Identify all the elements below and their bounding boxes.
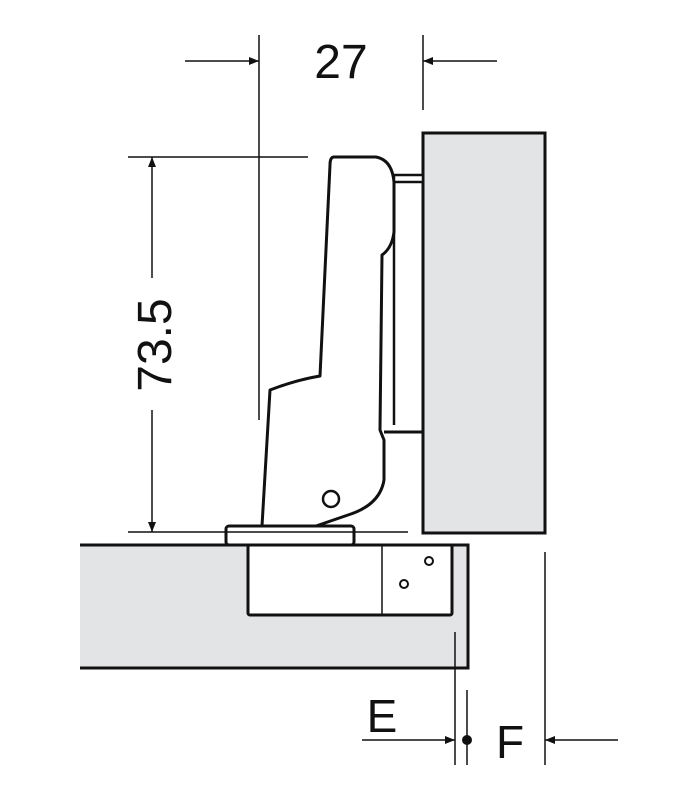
hinge-pivot <box>321 489 341 509</box>
height-dimension-label: 73.5 <box>129 298 182 391</box>
cup-screw-2 <box>399 579 409 589</box>
hinge-arm <box>260 155 396 528</box>
reference-point <box>462 735 472 745</box>
e-label: E <box>367 690 398 742</box>
hinge-connector-top <box>392 173 425 184</box>
f-label: F <box>496 716 524 768</box>
mounting-cup <box>246 543 454 617</box>
width-dimension-label: 27 <box>314 36 367 89</box>
cup-screw-1 <box>424 556 434 566</box>
base-plate <box>224 524 356 547</box>
door-panel <box>421 131 547 535</box>
